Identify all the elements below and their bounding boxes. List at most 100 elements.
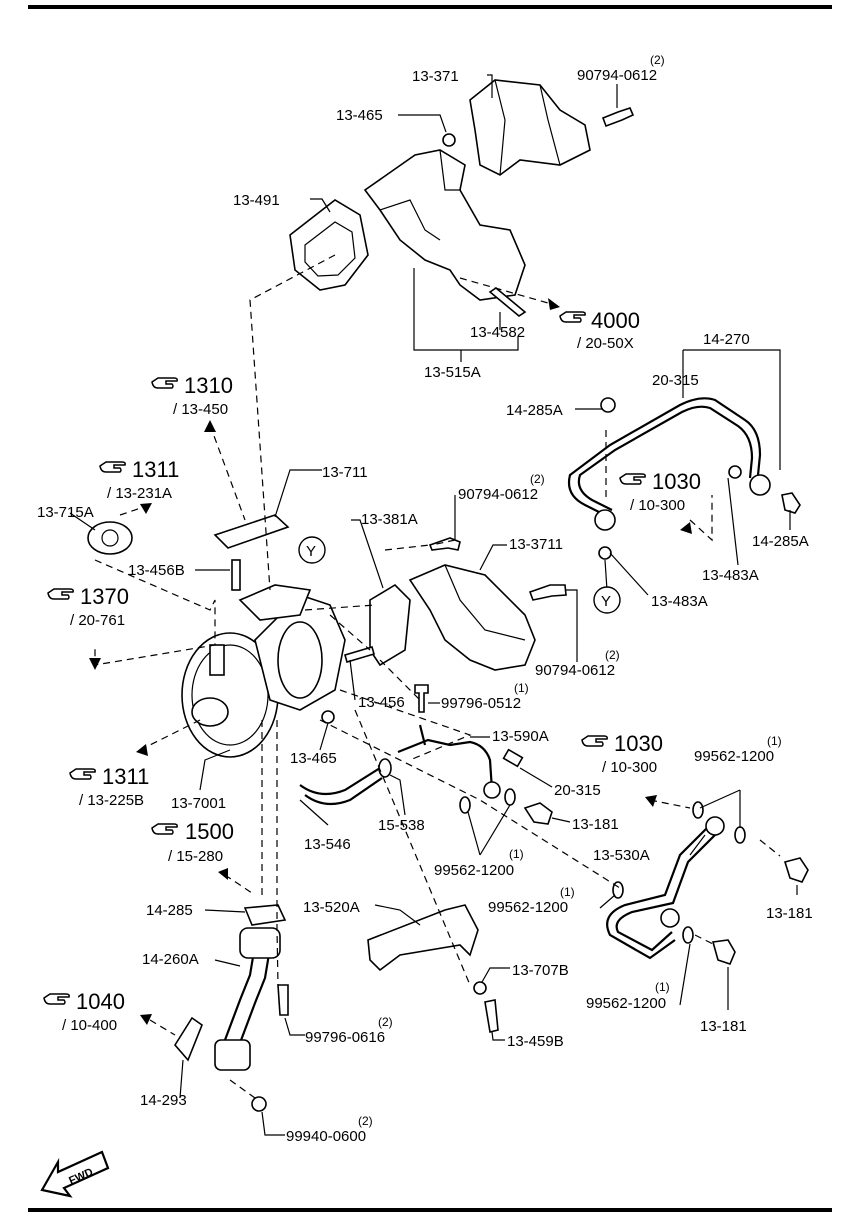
ref-1311-low-num: 1311: [102, 764, 149, 789]
label-14-260A: 14-260A: [142, 951, 199, 968]
washer-99562-1200-a2: [504, 788, 516, 806]
ref-1040-sub: / 10-400: [62, 1017, 117, 1034]
qty-mid: (2): [530, 472, 545, 486]
pipe-13-530A-banjo-top: [705, 816, 725, 836]
heat-shield-folds: [494, 79, 561, 176]
oil-pipe-14-270-outline: [577, 405, 754, 511]
bolt-99796-0616: [277, 984, 289, 1016]
label-13-7001: 13-7001: [171, 795, 226, 812]
washer-13-707B: [473, 981, 487, 995]
manifold-details: [379, 149, 460, 241]
label-99562-1200-d: 99562-1200: [586, 995, 666, 1012]
hose-13-546: [299, 767, 381, 796]
label-13-530A: 13-530A: [593, 847, 650, 864]
label-15-538: 15-538: [378, 817, 425, 834]
label-90794-0612-mid: 90794-0612: [458, 486, 538, 503]
bolt-90794-0612-top: [601, 107, 635, 128]
pointing-hand-icon: [99, 461, 126, 473]
leader-lines: [69, 74, 798, 1136]
label-13-181-a: 13-181: [572, 816, 619, 833]
ref-1030-a-sub: / 10-300: [630, 497, 685, 514]
bolt-13-181-c: [711, 939, 736, 965]
qty-top: (2): [650, 53, 665, 67]
y-marker-circle-a: [298, 536, 326, 564]
label-14-285A-top: 14-285A: [506, 402, 563, 419]
reference-callouts: 4000 / 20-50X 1310 / 13-450 1311 / 13-23…: [62, 308, 701, 1034]
exhaust-manifold-13-515A: [363, 149, 526, 301]
ref-4000-num: 4000: [591, 308, 640, 333]
label-13-546: 13-546: [304, 836, 351, 853]
eye-bolt-14-285A-right: [781, 492, 801, 514]
ref-1370-num: 1370: [80, 584, 129, 609]
pipe-13-530A: [606, 824, 711, 960]
label-99562-1200-b: 99562-1200: [694, 748, 774, 765]
bolt-13-181-a: [523, 802, 553, 825]
nut-99940-0600: [251, 1096, 267, 1112]
gasket-13-491: [289, 199, 369, 291]
label-13-4582: 13-4582: [470, 324, 525, 341]
label-13-483A-b: 13-483A: [651, 593, 708, 610]
label-20-315-top: 20-315: [652, 372, 699, 389]
pipe-13-590A: [397, 738, 494, 791]
label-99562-1200-a: 99562-1200: [434, 862, 514, 879]
stud-13-4582: [488, 287, 527, 317]
eye-bolt-14-285A-top: [600, 397, 616, 413]
label-13-465-top: 13-465: [336, 107, 383, 124]
nut-13-465-top: [442, 133, 456, 147]
label-13-707B: 13-707B: [512, 962, 569, 979]
label-99562-1200-c: 99562-1200: [488, 899, 568, 916]
ref-1030-a-num: 1030: [652, 469, 701, 494]
gasket-13-715A: [87, 521, 133, 555]
dashed-lines: [94, 254, 781, 1099]
gasket-13-715A-hole: [101, 529, 119, 547]
ref-1311-top-sub: / 13-231A: [107, 485, 172, 502]
ref-1500-sub: / 15-280: [168, 848, 223, 865]
pointing-hand-icon: [151, 823, 178, 835]
label-20-315-low: 20-315: [554, 782, 601, 799]
ref-4000-sub: / 20-50X: [577, 335, 634, 352]
label-13-590A: 13-590A: [492, 728, 549, 745]
label-14-293: 14-293: [140, 1092, 187, 1109]
label-13-515A: 13-515A: [424, 364, 481, 381]
label-13-715A: 13-715A: [37, 504, 94, 521]
stud-13-456B: [231, 559, 241, 591]
label-13-371: 13-371: [412, 68, 459, 85]
y-marker-a: Y: [306, 543, 316, 560]
turbocharger-13-7001: [181, 584, 346, 758]
heat-shield-13-371: [469, 79, 591, 176]
washer-13-483A-right: [728, 465, 742, 479]
ref-1030-b-sub: / 10-300: [602, 759, 657, 776]
ref-1040-num: 1040: [76, 989, 125, 1014]
pipe-13-530A-banjo-low: [660, 908, 680, 928]
ref-1311-top-num: 1311: [132, 457, 179, 482]
banjo-lower: [594, 509, 616, 531]
gasket-14-293: [174, 1016, 203, 1062]
label-14-285: 14-285: [146, 902, 193, 919]
pointing-hand-icon: [43, 993, 70, 1005]
label-14-285A-right: 14-285A: [752, 533, 809, 550]
plug-20-315-low: [502, 748, 524, 768]
label-99796-0616: 99796-0616: [305, 1029, 385, 1046]
qty-99562-a: (1): [509, 847, 524, 861]
qty-low: (2): [605, 648, 620, 662]
washer-13-483A-lower: [598, 546, 612, 560]
hose-13-546-outline: [304, 777, 383, 806]
oil-pipe-14-270: [567, 397, 762, 516]
label-13-181-c: 13-181: [700, 1018, 747, 1035]
ref-1370-sub: / 20-761: [70, 612, 125, 629]
bolt-13-181-b: [783, 857, 809, 883]
label-14-270: 14-270: [703, 331, 750, 348]
washer-99562-1200-c: [612, 881, 624, 899]
label-99940-0600: 99940-0600: [286, 1128, 366, 1145]
bracket-13-381A: [369, 583, 411, 667]
washer-99562-1200-a1: [459, 796, 471, 814]
washer-99562-1200-d: [682, 926, 694, 944]
part-labels: 13-371 90794-0612 (2) 13-465 13-491 13-4…: [37, 53, 813, 1187]
pipe-13-590A-end: [483, 781, 501, 799]
washer-99562-1200-b1: [692, 801, 704, 819]
y-marker-b: Y: [601, 593, 611, 610]
bolt-90794-0612-low: [528, 584, 567, 601]
qty-99562-d: (1): [655, 980, 670, 994]
return-pipe-lower-flange: [214, 1039, 251, 1071]
